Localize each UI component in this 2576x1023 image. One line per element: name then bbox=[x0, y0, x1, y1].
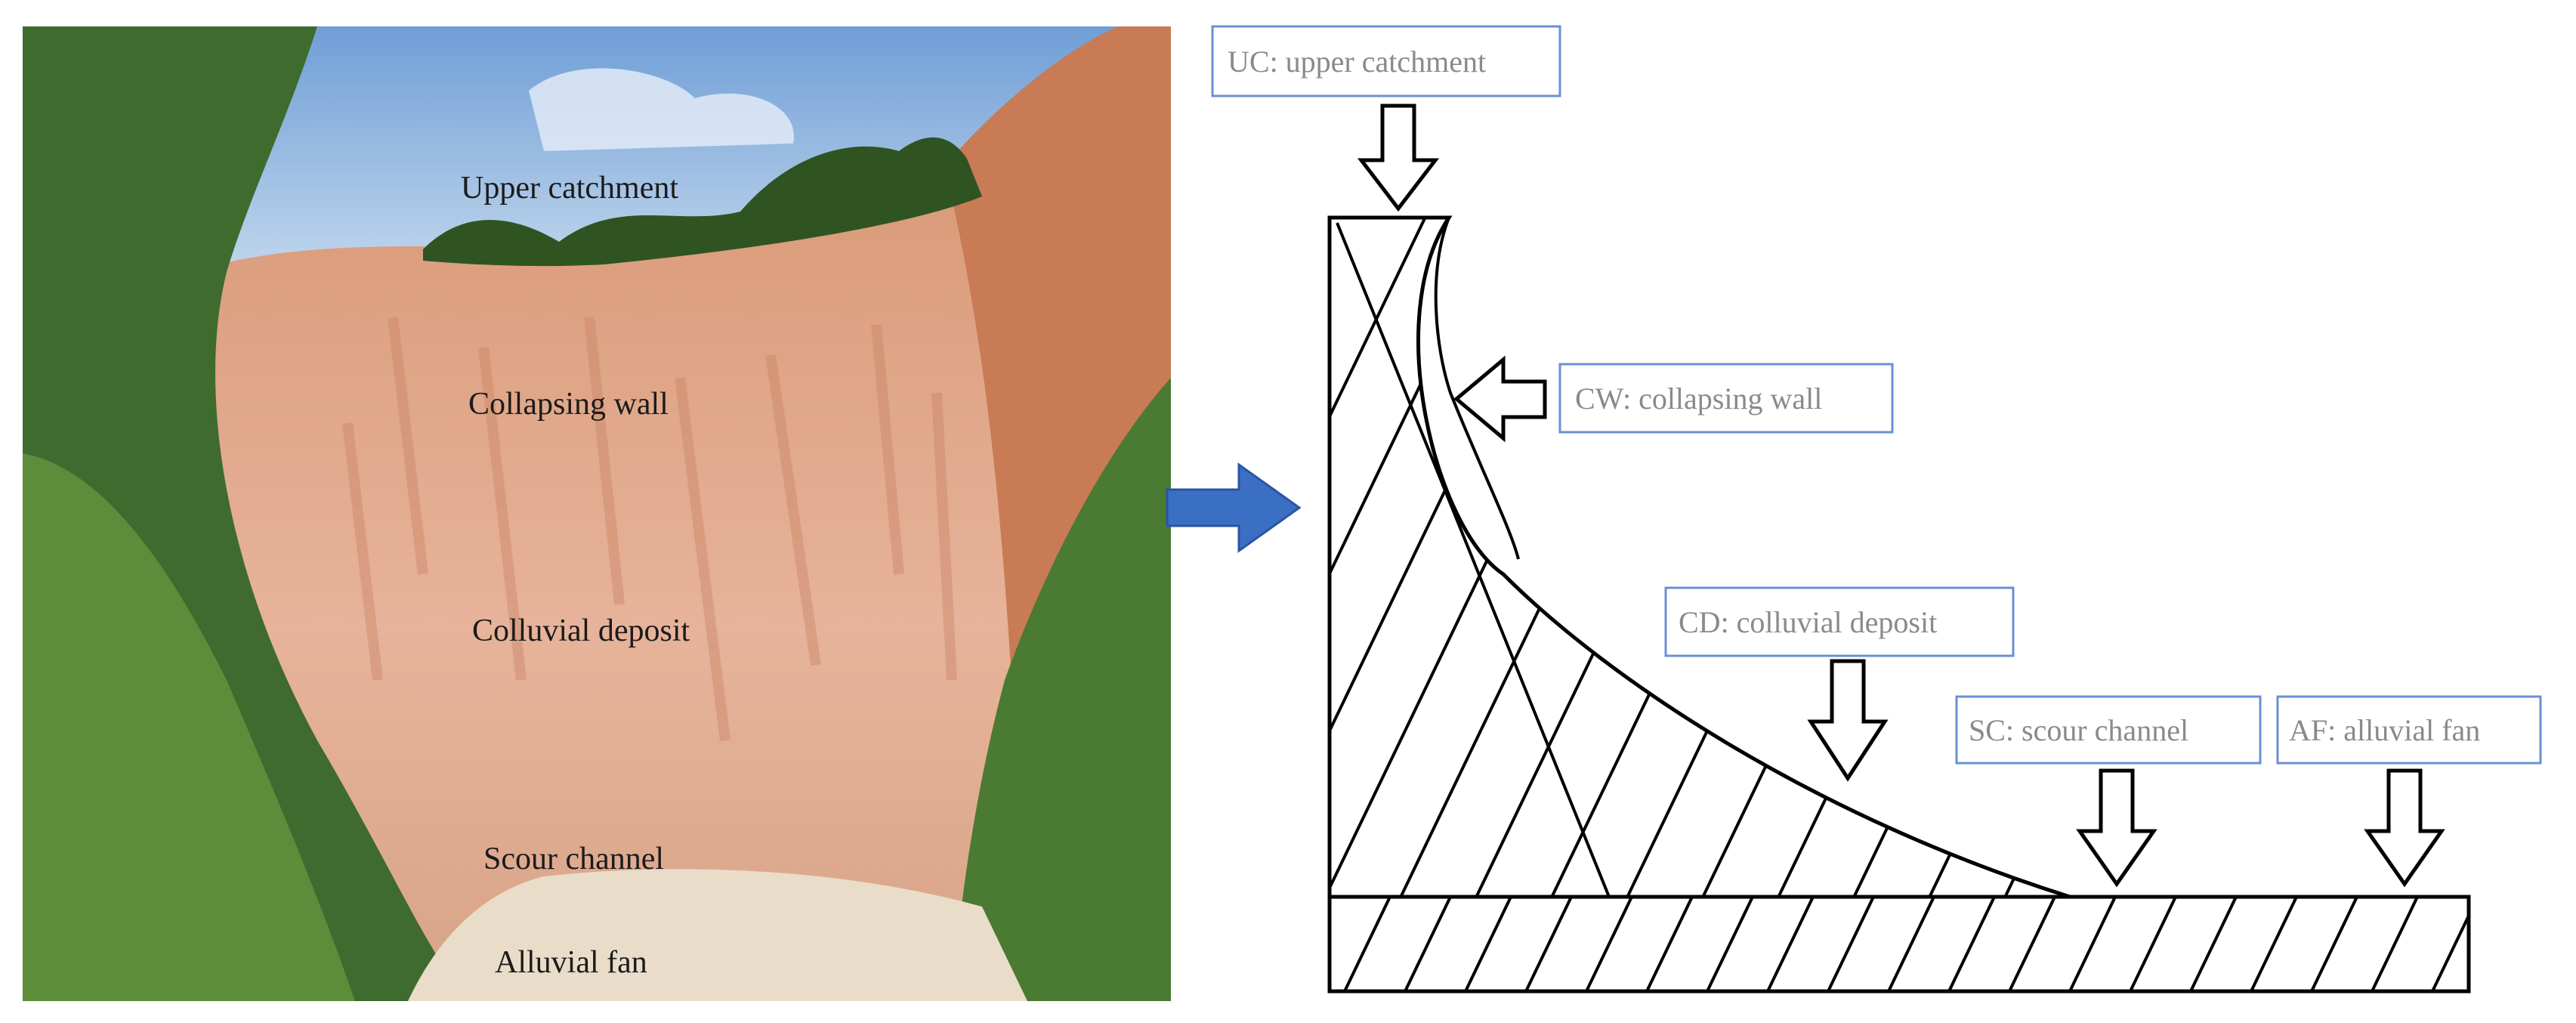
gully-photo: Upper catchment Collapsing wall Colluvia… bbox=[23, 26, 1171, 1001]
photo-rock-face bbox=[189, 166, 1073, 1001]
gully-profile-outline bbox=[1327, 215, 2071, 899]
label-sc: SC: scour channel bbox=[1955, 695, 2262, 765]
flow-arrow bbox=[1166, 462, 1302, 553]
photo-label-colluvial-deposit: Colluvial deposit bbox=[472, 613, 690, 648]
cd-down-arrow-icon bbox=[1807, 659, 1889, 782]
af-down-arrow-icon bbox=[2364, 768, 2445, 888]
svg-text:CW: collapsing wall: CW: collapsing wall bbox=[1575, 382, 1822, 416]
photo-right-vegetation bbox=[952, 378, 1171, 1001]
photo-label-collapsing-wall: Collapsing wall bbox=[468, 387, 669, 422]
photo-channel-sand bbox=[408, 869, 1027, 1001]
photo-label-upper-catchment: Upper catchment bbox=[461, 171, 678, 206]
cw-left-arrow-icon bbox=[1453, 355, 1547, 443]
svg-text:CD: colluvial deposit: CD: colluvial deposit bbox=[1679, 605, 1937, 639]
base-strip-outline bbox=[1327, 895, 2471, 994]
svg-text:AF: alluvial fan: AF: alluvial fan bbox=[2289, 713, 2480, 747]
label-uc: UC: upper catchment bbox=[1211, 25, 1561, 97]
label-cd: CD: colluvial deposit bbox=[1664, 586, 2015, 657]
photo-label-alluvial-fan: Alluvial fan bbox=[495, 945, 647, 980]
svg-text:UC: upper catchment: UC: upper catchment bbox=[1228, 45, 1486, 79]
base-strip bbox=[1327, 895, 2471, 994]
photo-left-vegetation-light bbox=[23, 453, 355, 1001]
photo-top-vegetation bbox=[423, 137, 982, 267]
photo-label-scour-channel: Scour channel bbox=[483, 842, 664, 876]
photo-cloud bbox=[529, 68, 794, 151]
photo-rock-texture bbox=[342, 317, 957, 741]
label-af: AF: alluvial fan bbox=[2276, 695, 2542, 765]
collapse-line-inner bbox=[1336, 222, 1611, 898]
svg-text:SC: scour channel: SC: scour channel bbox=[1969, 713, 2188, 747]
collapse-line-curve bbox=[1434, 217, 1520, 560]
label-cw: CW: collapsing wall bbox=[1558, 363, 1894, 434]
uc-down-arrow-icon bbox=[1357, 104, 1440, 212]
sc-down-arrow-icon bbox=[2076, 768, 2157, 888]
